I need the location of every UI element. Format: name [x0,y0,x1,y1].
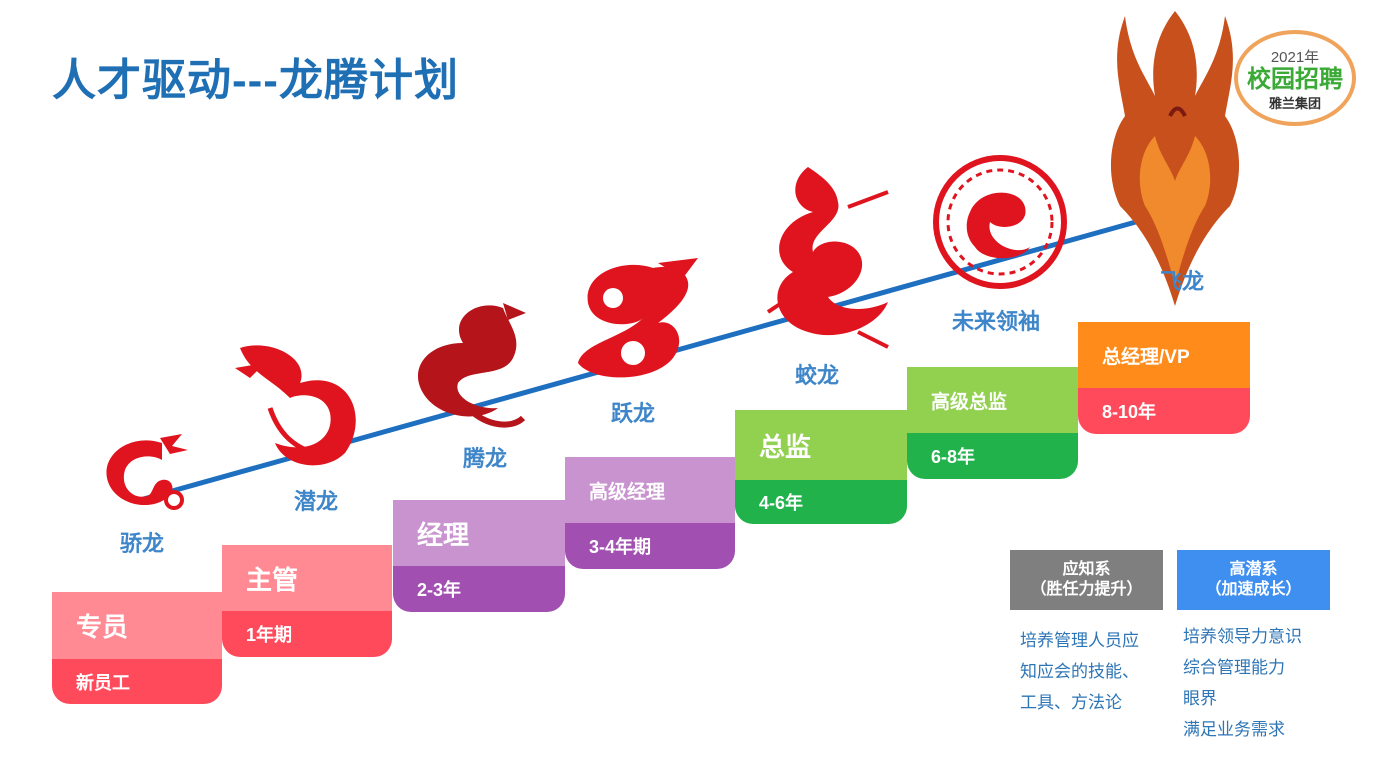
dragon-icon [417,303,526,428]
step-gm-vp: 总经理/VP 8-10年 [1078,322,1250,434]
step-director: 总监 4-6年 [735,410,907,524]
page-title: 人才驱动---龙腾计划 [52,56,459,105]
dragon-label-jiaolong: 骄龙 [120,531,165,556]
list-item: 眼界 [1183,689,1217,708]
competency-subtitle: （胜任力提升） [1030,581,1143,598]
step-role: 专员 [52,592,222,659]
step-role: 高级经理 [565,457,735,523]
step-senior-manager: 高级经理 3-4年期 [565,457,735,569]
competency-title: 应知系 [1062,561,1111,578]
step-senior-director: 高级总监 6-8年 [907,367,1078,479]
dragon-label-yuelong: 跃龙 [611,401,656,426]
dragon-label-qianlong: 潜龙 [294,489,339,514]
badge-year: 2021年 [1270,49,1320,66]
step-tenure: 1年期 [222,611,392,657]
step-tenure: 2-3年 [393,566,565,612]
list-item: 满足业务需求 [1183,720,1285,739]
potential-title: 高潜系 [1229,561,1278,578]
step-tenure: 4-6年 [735,480,907,524]
dragon-label-jiaolong-2: 蛟龙 [795,363,840,388]
potential-list: 培养领导力意识 综合管理能力 眼界 满足业务需求 [1183,621,1302,745]
dragon-icon [1110,11,1240,306]
dragon-label-feilong: 飞龙 [1160,269,1205,294]
dragon-label-tenglong: 腾龙 [463,446,508,471]
list-item: 培养管理人员应 [1020,631,1139,650]
list-item: 工具、方法论 [1020,693,1122,712]
badge-main: 校园招聘 [1247,66,1343,93]
step-tenure: 新员工 [52,659,222,704]
step-role: 总监 [735,410,907,480]
list-item: 知应会的技能、 [1020,662,1139,681]
dragon-icon [766,167,889,349]
badge-sub: 雅兰集团 [1268,96,1321,111]
competency-header: 应知系 （胜任力提升） [1010,550,1163,610]
list-item: 综合管理能力 [1183,658,1285,677]
dragon-icon [235,345,356,466]
competency-list: 培养管理人员应 知应会的技能、 工具、方法论 [1020,625,1139,718]
step-role: 总经理/VP [1078,322,1250,388]
step-role: 经理 [393,500,565,566]
step-supervisor: 主管 1年期 [222,545,392,657]
list-item: 培养领导力意识 [1183,627,1302,646]
dragon-icon [578,258,698,378]
campus-recruit-badge: 2021年 校园招聘 雅兰集团 [1234,30,1356,126]
step-role: 主管 [222,545,392,611]
step-role: 高级总监 [907,367,1078,433]
dragon-icon [106,434,188,510]
step-tenure: 8-10年 [1078,388,1250,434]
step-specialist: 专员 新员工 [52,592,222,704]
potential-subtitle: （加速成长） [1205,581,1302,598]
step-manager: 经理 2-3年 [393,500,565,612]
dragon-label-future-leader: 未来领袖 [952,309,1041,334]
step-tenure: 6-8年 [907,433,1078,479]
step-tenure: 3-4年期 [565,523,735,569]
potential-header: 高潜系 （加速成长） [1177,550,1330,610]
dragon-icon [933,155,1067,289]
